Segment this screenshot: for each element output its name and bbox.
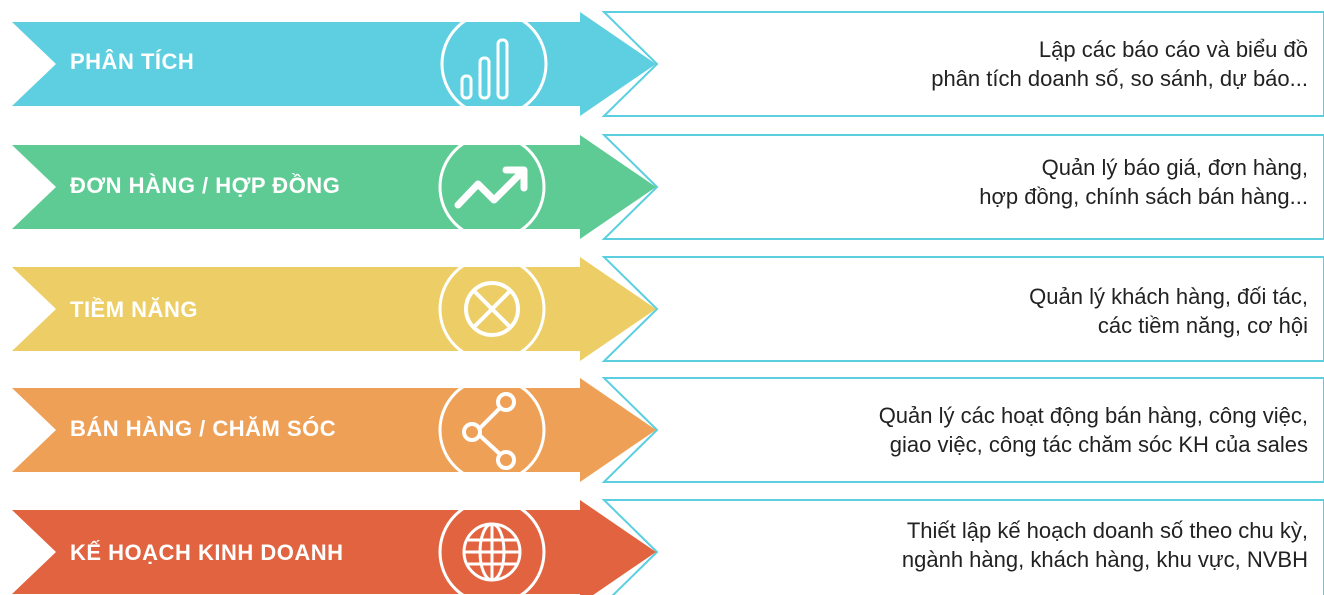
row-3-description: Quản lý các hoạt động bán hàng, công việ… bbox=[668, 401, 1308, 459]
row-0-shapes bbox=[12, 11, 1324, 117]
row-1-desc-line-2: hợp đồng, chính sách bán hàng... bbox=[979, 184, 1308, 209]
globe-icon bbox=[438, 498, 546, 595]
row-0-desc-line-2: phân tích doanh số, so sánh, dự báo... bbox=[931, 66, 1308, 91]
outline-arrow-1 bbox=[601, 134, 1324, 240]
colored-arrow-3 bbox=[12, 378, 656, 482]
outline-arrow-0 bbox=[601, 11, 1324, 117]
row-3-title: BÁN HÀNG / CHĂM SÓC bbox=[70, 416, 337, 441]
share-icon bbox=[438, 376, 546, 484]
outline-arrow-3 bbox=[601, 377, 1324, 483]
row-1-shapes bbox=[12, 134, 1324, 240]
outline-arrow-4 bbox=[601, 499, 1324, 595]
row-1-title: ĐƠN HÀNG / HỢP ĐỒNG bbox=[70, 173, 341, 198]
bar-chart-icon bbox=[440, 10, 548, 118]
row-2-description: Quản lý khách hàng, đối tác, các tiềm nă… bbox=[668, 282, 1308, 340]
row-2-desc-line-1: Quản lý khách hàng, đối tác, bbox=[1029, 284, 1308, 309]
outline-arrow-2 bbox=[601, 256, 1324, 362]
trend-up-icon bbox=[438, 133, 546, 241]
row-3-desc-line-2: giao việc, công tác chăm sóc KH của sale… bbox=[889, 432, 1308, 457]
row-1-description: Quản lý báo giá, đơn hàng, hợp đồng, chí… bbox=[668, 153, 1308, 211]
row-3-shapes bbox=[12, 377, 1324, 483]
row-0-desc-line-1: Lập các báo cáo và biểu đồ bbox=[1038, 37, 1308, 62]
row-0-title: PHÂN TÍCH bbox=[70, 49, 195, 74]
colored-arrow-1 bbox=[12, 135, 656, 239]
row-2-desc-line-2: các tiềm năng, cơ hội bbox=[1097, 313, 1308, 338]
colored-arrow-0 bbox=[12, 12, 656, 116]
row-2-title: TIỀM NĂNG bbox=[70, 297, 198, 322]
row-3-desc-line-1: Quản lý các hoạt động bán hàng, công việ… bbox=[878, 403, 1308, 428]
row-4-desc-line-1: Thiết lập kế hoạch doanh số theo chu kỳ, bbox=[906, 518, 1308, 543]
row-0-description: Lập các báo cáo và biểu đồ phân tích doa… bbox=[668, 35, 1308, 93]
row-4-title: KẾ HOẠCH KINH DOANH bbox=[70, 540, 344, 565]
row-1-desc-line-1: Quản lý báo giá, đơn hàng, bbox=[1041, 155, 1308, 180]
row-4-desc-line-2: ngành hàng, khách hàng, khu vực, NVBH bbox=[901, 547, 1308, 572]
target-cross-icon bbox=[438, 255, 546, 363]
row-4-description: Thiết lập kế hoạch doanh số theo chu kỳ,… bbox=[668, 516, 1308, 574]
